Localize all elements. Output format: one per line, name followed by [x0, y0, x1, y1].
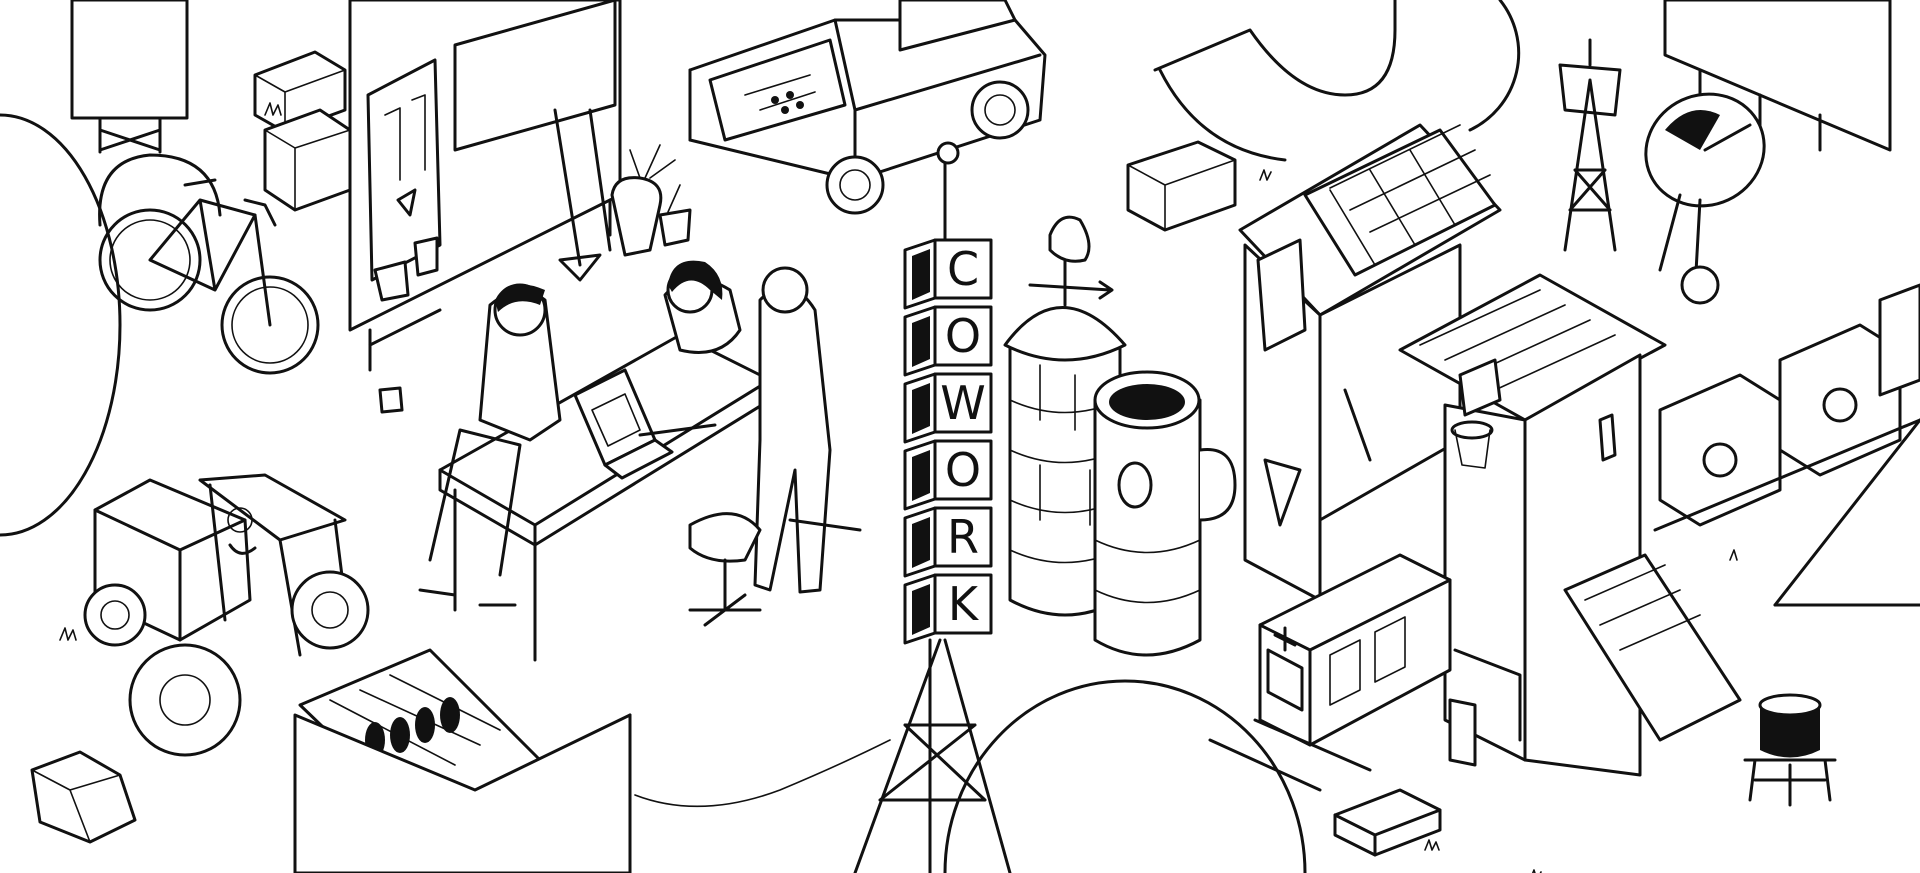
sign-panel-shadow [912, 249, 930, 300]
sign-panel-shadow [912, 383, 930, 434]
radio-tower [1558, 38, 1622, 252]
farm-building [1238, 123, 1667, 777]
sign-panel [933, 573, 993, 635]
sign-panel [933, 305, 993, 367]
sign-letter: C [947, 242, 979, 296]
sign-letter: K [948, 577, 980, 631]
billboard-left [70, 0, 189, 154]
sign-panel [933, 506, 993, 568]
cowork-sign-tower [853, 141, 1012, 873]
sign-letter: W [940, 376, 985, 430]
hay-bales [30, 50, 1237, 844]
sign-panel-shadow [912, 316, 930, 367]
satellite-dish [1644, 92, 1766, 305]
grass-tufts [59, 102, 1738, 873]
tractor [83, 473, 370, 757]
sign-letter: R [947, 510, 979, 564]
awning [1563, 553, 1742, 742]
pickup-truck [688, 0, 1047, 215]
bench [1333, 788, 1442, 857]
sign-panel-shadow [912, 517, 930, 568]
bicycle [98, 153, 320, 375]
sign-panel-shadow [912, 450, 930, 501]
water-tank [1743, 693, 1837, 807]
wall-board [348, 0, 692, 372]
sign-panel [933, 439, 993, 501]
sign-panel [933, 372, 993, 434]
sign-letter: O [945, 309, 981, 363]
sign-letter: O [945, 443, 981, 497]
freight-train [1653, 283, 1920, 532]
coffee-mug-tower [1093, 370, 1237, 657]
desk-with-coworkers [378, 260, 862, 662]
sign-panel [933, 238, 993, 300]
grain-silo [1003, 215, 1127, 617]
field-furrows [293, 648, 891, 873]
train [1208, 553, 1452, 792]
sign-panel-shadow [912, 584, 930, 635]
